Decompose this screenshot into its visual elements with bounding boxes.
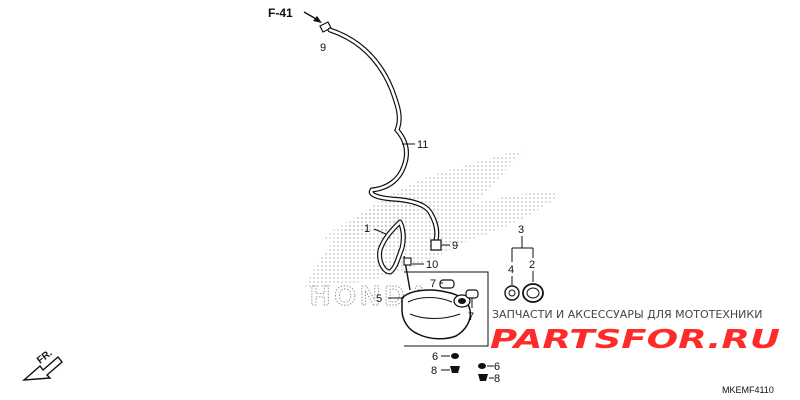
grommet-7-right — [465, 289, 479, 299]
callout-1: 1 — [364, 223, 370, 235]
callout-8-left: 8 — [431, 365, 437, 377]
callout-6-left: 6 — [432, 351, 438, 363]
hose-clip-mid — [430, 239, 442, 251]
reservoir-cap-2 — [522, 283, 544, 303]
part-code: MKEMF4110 — [722, 385, 774, 395]
front-direction-arrow-icon — [21, 355, 63, 381]
callout-7-right: 7 — [468, 311, 474, 323]
hose-1 — [377, 219, 406, 275]
callout-3: 3 — [518, 224, 524, 236]
bolt-8-left — [450, 366, 460, 373]
reference-label: F-41 — [268, 6, 293, 20]
callout-6-right: 6 — [494, 361, 500, 373]
reference-arrowhead — [313, 16, 322, 23]
callout-4: 4 — [508, 264, 514, 276]
callout-11: 11 — [417, 139, 428, 151]
reservoir-tank — [401, 289, 472, 340]
grommet-7-top — [439, 279, 455, 289]
callout-5: 5 — [376, 293, 382, 305]
watermark: ЗАПЧАСТИ И АКСЕССУАРЫ ДЛЯ МОТОТЕХНИКИ PA… — [490, 308, 780, 355]
washer-4 — [504, 285, 520, 301]
collar-6-left — [451, 353, 459, 359]
callout-8-right: 8 — [494, 373, 500, 385]
callout-7-top: 7 — [430, 278, 436, 290]
callout-2: 2 — [529, 259, 535, 271]
watermark-brand: PARTSFOR.RU — [490, 325, 780, 355]
callout-9-mid: 9 — [452, 240, 458, 252]
leader-1 — [373, 228, 387, 235]
hose-11 — [327, 27, 440, 243]
collar-6-right — [478, 363, 486, 369]
bolt-8-right — [478, 374, 488, 381]
callout-10: 10 — [426, 259, 438, 271]
cap-assembly-bracket — [511, 236, 534, 262]
callout-9-top: 9 — [320, 42, 326, 54]
reservoir-assembly — [401, 271, 489, 347]
watermark-tagline: ЗАПЧАСТИ И АКСЕССУАРЫ ДЛЯ МОТОТЕХНИКИ — [492, 308, 762, 321]
pipe-10 — [403, 255, 412, 291]
